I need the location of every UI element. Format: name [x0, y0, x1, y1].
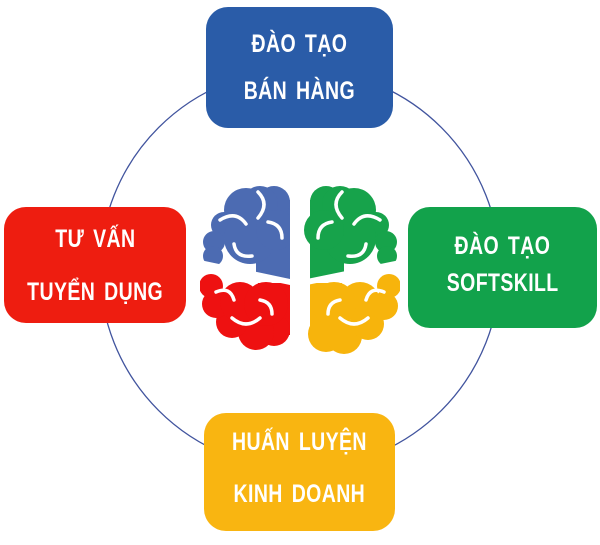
brain-fold-lines: [214, 190, 386, 326]
node-label-line: SOFTSKILL: [446, 269, 559, 297]
node-dao-tao-softskill: ĐÀO TẠO SOFTSKILL: [408, 207, 597, 328]
node-huan-luyen-kinh-doanh: HUẤN LUYỆN KINH DOANH: [204, 413, 395, 531]
node-label-line: ĐÀO TẠO: [251, 30, 348, 58]
node-label-line: HUẤN LUYỆN: [232, 428, 367, 456]
node-label-line: ĐÀO TẠO: [454, 232, 551, 260]
brain-quadrant-bottom-left: [200, 274, 290, 350]
node-label-line: TUYỂN DỤNG: [27, 277, 163, 306]
brain-quadrant-bottom-right: [308, 274, 400, 354]
node-label-line: KINH DOANH: [233, 480, 366, 508]
node-label-line: BÁN HÀNG: [243, 77, 356, 105]
node-dao-tao-ban-hang: ĐÀO TẠO BÁN HÀNG: [206, 7, 393, 128]
node-label-line: TƯ VẤN: [54, 224, 136, 253]
brain-icon: [200, 186, 400, 354]
brain-quadrant-top-left: [203, 186, 290, 279]
node-tu-van-tuyen-dung: TƯ VẤN TUYỂN DỤNG: [4, 207, 186, 323]
